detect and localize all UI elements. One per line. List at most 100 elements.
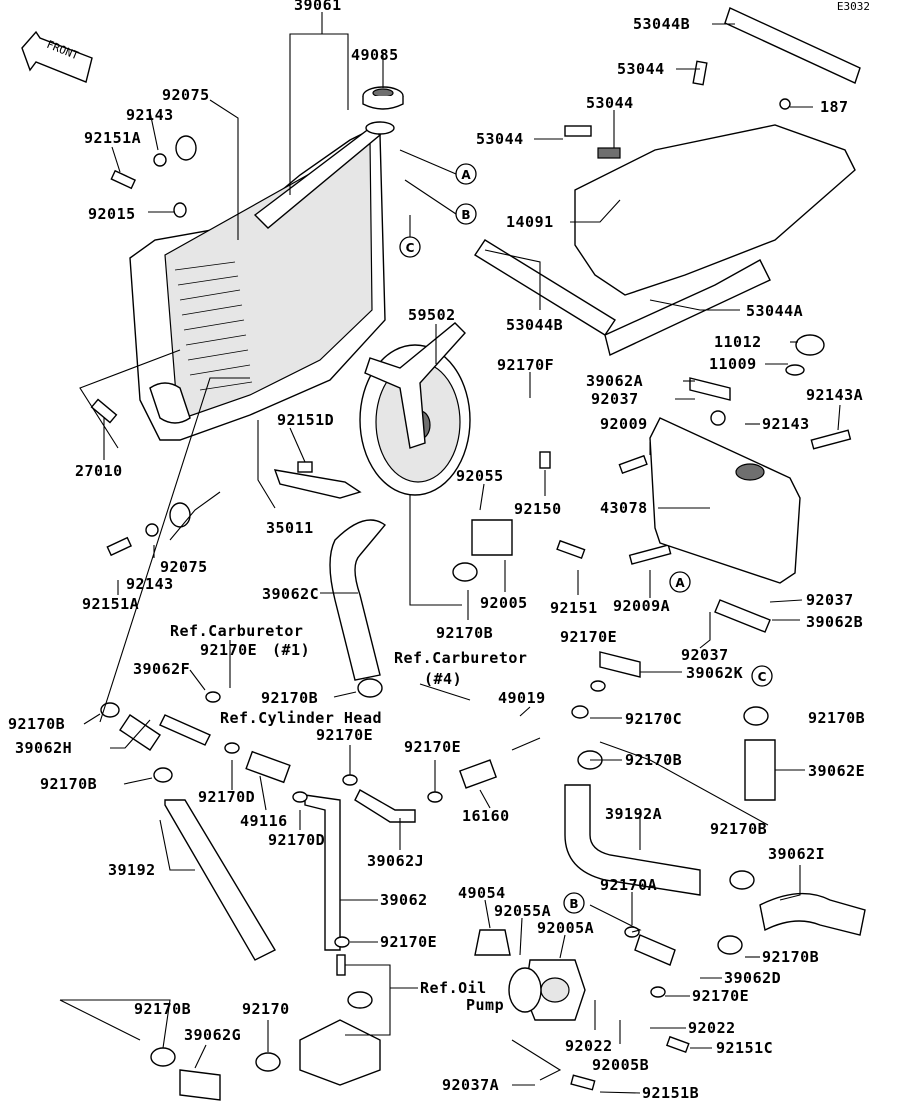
water-pump-illustration [299, 929, 586, 1086]
part-label-92022-1: 92022 [565, 1037, 613, 1055]
part-label-92170: 92170 [242, 1000, 290, 1018]
part-label-92037-1: 92037 [591, 390, 639, 408]
svg-text:B: B [461, 208, 470, 222]
part-label-92170E-5: 92170E [380, 933, 437, 951]
callout-a-top: A [455, 163, 477, 185]
part-label-92170B-9: 92170B [134, 1000, 191, 1018]
part-label-49019: 49019 [498, 689, 546, 707]
ref-carburetor-1-number: (#1) [272, 641, 310, 659]
part-label-92170B-4: 92170B [40, 775, 97, 793]
callout-a-right: A [669, 571, 691, 593]
part-label-92143-right: 92143 [762, 415, 810, 433]
part-label-59502: 59502 [408, 306, 456, 324]
part-label-92170D-1: 92170D [198, 788, 255, 806]
hose-illustrations [119, 377, 866, 1101]
parts-artwork [21, 7, 866, 1101]
reservoir-tank-illustration [649, 334, 825, 584]
part-label-39062G: 39062G [184, 1026, 241, 1044]
part-label-39062A: 39062A [586, 372, 643, 390]
part-label-92037A: 92037A [442, 1076, 499, 1094]
part-label-92037-3: 92037 [681, 646, 729, 664]
part-label-39062: 39062 [380, 891, 428, 909]
part-label-92170B-1: 92170B [436, 624, 493, 642]
part-label-92170E-2: 92170E [316, 726, 373, 744]
callout-c-top: C [399, 236, 421, 258]
part-label-11009: 11009 [709, 355, 757, 373]
part-label-53044-3: 53044 [476, 130, 524, 148]
part-label-39062C: 39062C [262, 585, 319, 603]
callout-b-top: B [455, 203, 477, 225]
part-label-92170B-6: 92170B [808, 709, 865, 727]
part-label-92170A: 92170A [600, 876, 657, 894]
leader-lines [59, 12, 841, 1094]
part-label-92151C: 92151C [716, 1039, 773, 1057]
part-label-11012: 11012 [714, 333, 762, 351]
part-label-92170B-2: 92170B [261, 689, 318, 707]
part-label-39062E: 39062E [808, 762, 865, 780]
ref-oil-pump-label: Ref.Oil [420, 979, 487, 997]
bolt-icons [90, 169, 852, 1091]
part-label-92170B-3: 92170B [8, 715, 65, 733]
part-label-35011: 35011 [266, 519, 314, 537]
part-label-92075-bot: 92075 [160, 558, 208, 576]
part-label-39192: 39192 [108, 861, 156, 879]
svg-text:B: B [569, 897, 578, 911]
part-label-16160: 16160 [462, 807, 510, 825]
part-label-43078: 43078 [600, 499, 648, 517]
front-arrow-icon [21, 30, 93, 83]
part-label-92005A: 92005A [537, 919, 594, 937]
part-label-92151A-bot: 92151A [82, 595, 139, 613]
part-label-49116: 49116 [240, 812, 288, 830]
part-label-39062D: 39062D [724, 969, 781, 987]
grommet-icons [145, 135, 726, 537]
radiator-cap-illustration [362, 86, 404, 110]
part-label-53044B-bot: 53044B [506, 316, 563, 334]
part-label-39062F: 39062F [133, 660, 190, 678]
svg-text:C: C [406, 241, 415, 255]
ref-carburetor-4-number: (#4) [424, 670, 462, 688]
part-label-39062I: 39062I [768, 845, 825, 863]
part-label-39192A: 39192A [605, 805, 662, 823]
part-label-53044A: 53044A [746, 302, 803, 320]
part-label-39062H: 39062H [15, 739, 72, 757]
part-label-92170F: 92170F [497, 356, 554, 374]
part-label-92170E-4: 92170E [404, 738, 461, 756]
part-label-92005: 92005 [480, 594, 528, 612]
part-label-92151D: 92151D [277, 411, 334, 429]
fan-bracket-illustration [273, 469, 362, 499]
ref-carburetor-1-label: Ref.Carburetor [170, 622, 303, 640]
part-label-92075-top: 92075 [162, 86, 210, 104]
part-label-92150: 92150 [514, 500, 562, 518]
cooling-fan-illustration [359, 322, 471, 496]
svg-text:A: A [675, 576, 685, 590]
part-label-92170C: 92170C [625, 710, 682, 728]
part-label-92170E-3: 92170E [560, 628, 617, 646]
part-label-92022-2: 92022 [688, 1019, 736, 1037]
part-label-92143-bot: 92143 [126, 575, 174, 593]
ref-carburetor-4-label: Ref.Carburetor [394, 649, 527, 667]
fuel-filter-illustration [245, 737, 541, 789]
part-label-53044B-top: 53044B [633, 15, 690, 33]
part-label-92055: 92055 [456, 467, 504, 485]
part-label-92170B-5: 92170B [625, 751, 682, 769]
part-label-92055A: 92055A [494, 902, 551, 920]
part-label-92143A: 92143A [806, 386, 863, 404]
ref-oil-pump-label-2: Pump [466, 996, 504, 1014]
part-label-92009: 92009 [600, 415, 648, 433]
hose-clamp-icons [100, 562, 769, 1072]
part-label-92170E-6: 92170E [692, 987, 749, 1005]
callout-c-right: C [751, 665, 773, 687]
part-label-92005B: 92005B [592, 1056, 649, 1074]
part-label-92170E-1: 92170E [200, 641, 257, 659]
diagram-code: E3032 [837, 0, 870, 13]
svg-text:A: A [461, 168, 471, 182]
part-label-39062K: 39062K [686, 664, 743, 682]
part-label-53044-2: 53044 [586, 94, 634, 112]
ref-cylinder-head-label: Ref.Cylinder Head [220, 709, 382, 727]
part-label-53044-1: 53044 [617, 60, 665, 78]
part-label-49085: 49085 [351, 46, 399, 64]
part-label-92143-top: 92143 [126, 106, 174, 124]
part-label-27010: 27010 [75, 462, 123, 480]
part-label-39062J: 39062J [367, 852, 424, 870]
